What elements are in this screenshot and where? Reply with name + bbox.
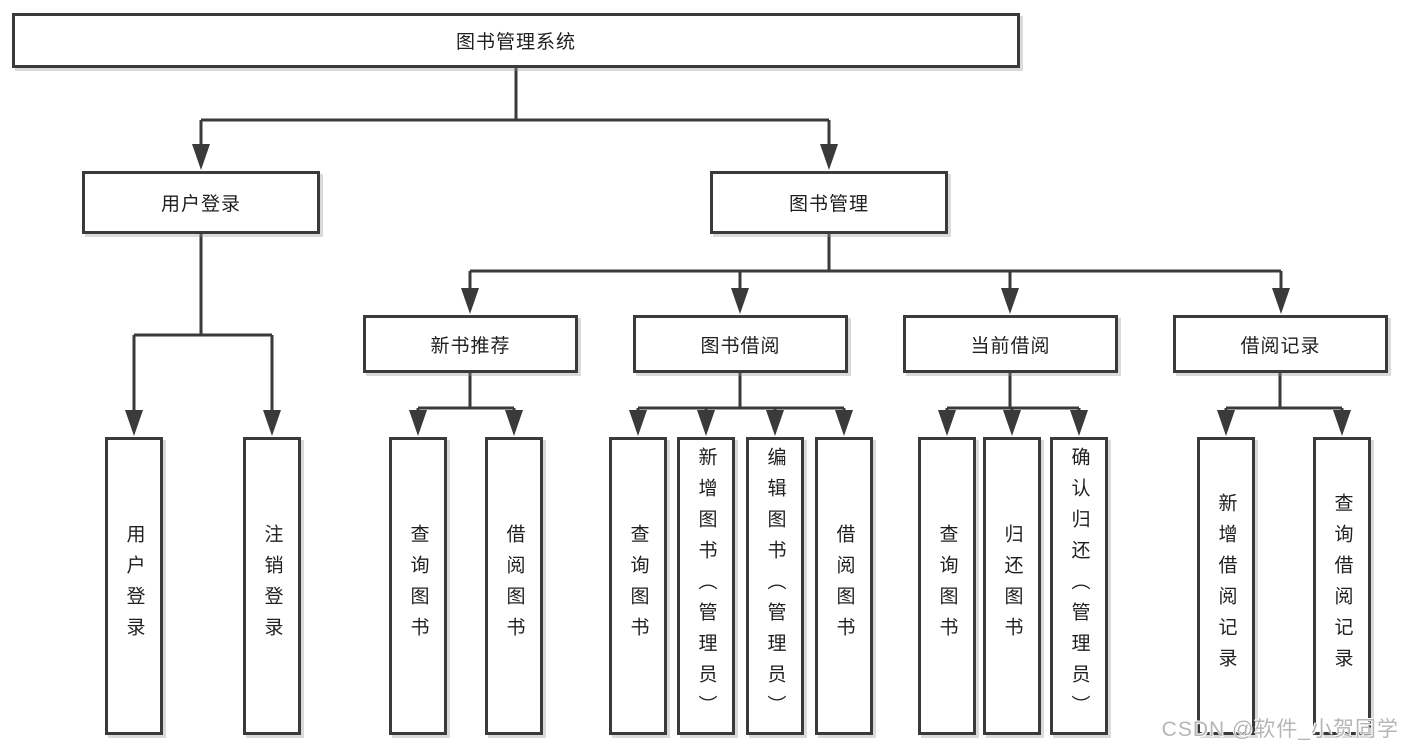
leaf-logout: 注销登录: [243, 437, 301, 735]
leaf-return-book: 归还图书: [983, 437, 1041, 735]
leaf-add-borrow-record: 新增借阅记录: [1197, 437, 1255, 735]
leaf-query-books-current: 查询图书: [918, 437, 976, 735]
node-book-borrow: 图书借阅: [633, 315, 848, 373]
csdn-watermark: CSDN @软件_小贺同学: [1161, 718, 1399, 741]
leaf-edit-book-admin: 编辑图书（管理员）: [746, 437, 804, 735]
leaf-user-login: 用户登录: [105, 437, 163, 735]
arrowheads: [125, 144, 1351, 436]
leaf-borrow-books: 借阅图书: [815, 437, 873, 735]
leaf-add-book-admin: 新增图书（管理员）: [677, 437, 735, 735]
node-user-login: 用户登录: [82, 171, 320, 234]
leaf-confirm-return-admin: 确认归还（管理员）: [1050, 437, 1108, 735]
leaf-query-books-recommend: 查询图书: [389, 437, 447, 735]
node-borrow-records: 借阅记录: [1173, 315, 1388, 373]
leaf-borrow-books-recommend: 借阅图书: [485, 437, 543, 735]
leaf-query-borrow-record: 查询借阅记录: [1313, 437, 1371, 735]
leaf-query-books-borrow: 查询图书: [609, 437, 667, 735]
node-new-book-recommend: 新书推荐: [363, 315, 578, 373]
node-root: 图书管理系统: [12, 13, 1020, 68]
node-book-management: 图书管理: [710, 171, 948, 234]
node-current-borrow: 当前借阅: [903, 315, 1118, 373]
